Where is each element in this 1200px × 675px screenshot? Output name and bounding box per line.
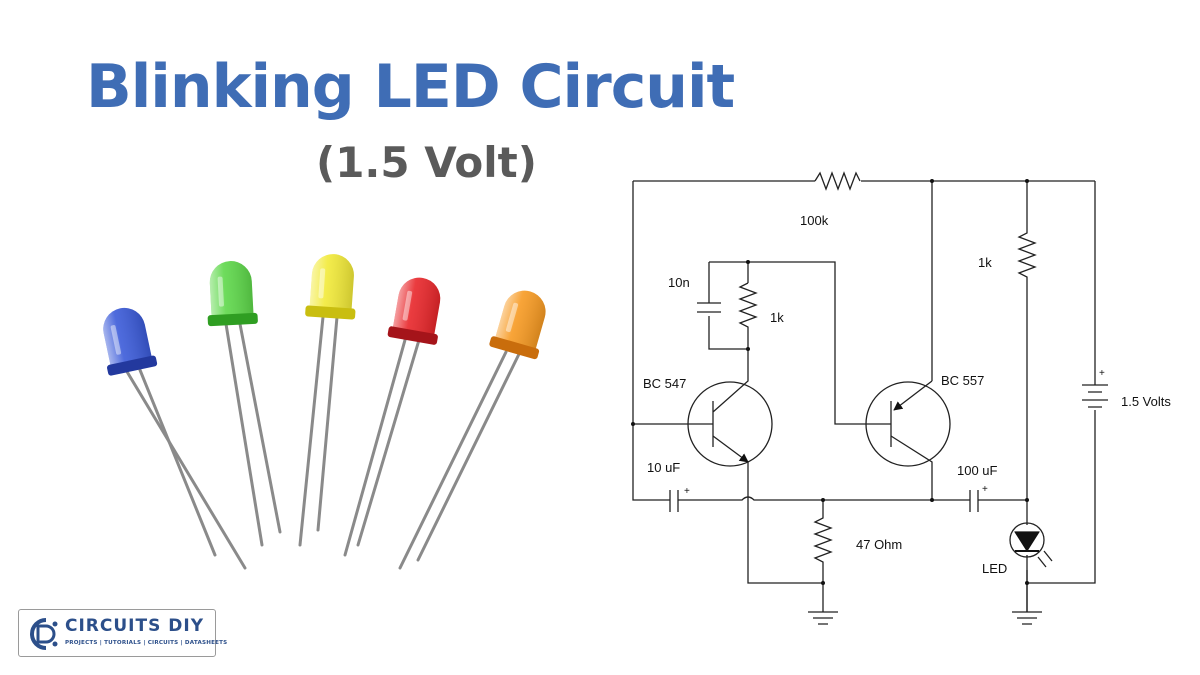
led-rim	[305, 305, 356, 320]
led-blue	[103, 307, 247, 570]
logo-name: CIRCUITS DIY	[65, 616, 205, 636]
battery-symbol	[1082, 384, 1108, 408]
led-leg	[316, 315, 339, 532]
circuits-diy-logo: CIRCUITS DIY PROJECTS | TUTORIALS | CIRC…	[18, 609, 227, 657]
led-orange	[398, 290, 546, 570]
led-photo	[103, 254, 546, 570]
led-yellow	[298, 254, 356, 547]
label-1k-left: 1k	[770, 310, 784, 325]
led-leg	[343, 338, 407, 557]
led-rim	[387, 326, 438, 345]
label-bc557: BC 557	[941, 373, 984, 388]
logo-cd-icon	[30, 618, 58, 650]
label-100uf-plus: +	[982, 484, 988, 495]
led-leg	[356, 338, 421, 547]
ground-left	[808, 611, 838, 625]
label-47ohm: 47 Ohm	[856, 537, 902, 552]
label-10uf-plus: +	[684, 486, 690, 497]
label-10n: 10n	[668, 275, 690, 290]
resistor-100k	[814, 171, 861, 191]
label-battery-plus: +	[1099, 368, 1105, 379]
led-green	[207, 261, 282, 547]
label-led: LED	[982, 561, 1007, 576]
led-rim	[489, 336, 540, 360]
led-symbol	[1009, 522, 1045, 558]
label-1k-right: 1k	[978, 255, 992, 270]
led-leg	[138, 368, 217, 557]
wire-rc-top	[709, 261, 865, 425]
page-title: Blinking LED Circuit	[86, 52, 735, 122]
led-rim	[107, 355, 158, 376]
capacitor-100uf	[969, 490, 979, 512]
label-100uf: 100 uF	[957, 463, 998, 478]
resistor-1k-left	[738, 282, 758, 376]
ground-right	[1012, 611, 1042, 625]
label-battery: 1.5 Volts	[1121, 394, 1171, 409]
resistor-47ohm	[813, 500, 833, 612]
led-leg	[416, 350, 522, 562]
led-leg	[224, 322, 264, 547]
logo-tagline: PROJECTS | TUTORIALS | CIRCUITS | DATASH…	[65, 640, 228, 646]
led-red	[343, 277, 441, 557]
capacitor-10uf	[669, 490, 679, 512]
led-leg	[124, 368, 247, 570]
led-leg	[298, 315, 325, 547]
led-leg	[398, 350, 508, 570]
page-subtitle: (1.5 Volt)	[316, 138, 537, 187]
label-10uf: 10 uF	[647, 460, 680, 475]
wire-battery	[1027, 181, 1096, 584]
led-leg	[238, 322, 282, 534]
capacitor-10n	[697, 302, 721, 313]
led-rim	[207, 312, 258, 327]
resistor-1k-right	[1017, 181, 1037, 500]
label-100k: 100k	[800, 213, 829, 228]
transistor-bc547	[687, 381, 773, 467]
wire-left-rail	[632, 181, 670, 501]
label-bc547: BC 547	[643, 376, 686, 391]
